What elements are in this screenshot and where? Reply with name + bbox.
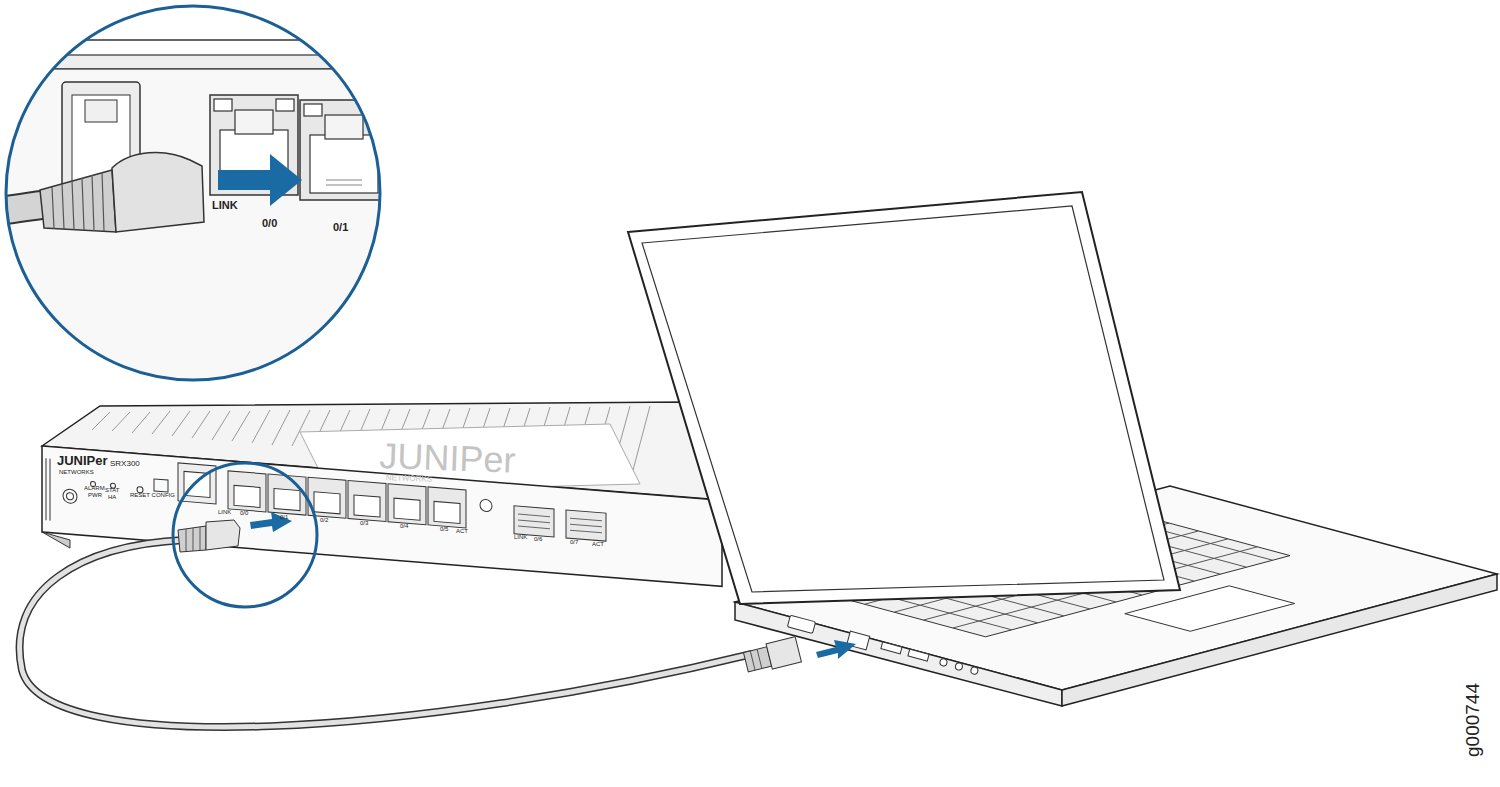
port-label: ACT (592, 541, 604, 547)
laptop (628, 192, 1497, 706)
port-label: 0/4 (400, 523, 408, 529)
port-label: 0/7 (570, 539, 578, 545)
brand-logo: JUNIPer (57, 454, 108, 467)
port-label: 0/1 (280, 514, 288, 520)
port-label: ACT (456, 528, 468, 534)
arrow (816, 640, 856, 659)
arrow (250, 512, 292, 532)
port-label: 0/6 (534, 536, 542, 542)
rj45-plug (178, 520, 240, 552)
led-label: HA (108, 494, 116, 500)
led-label: ALARM (84, 485, 105, 491)
led-label: STAT (105, 487, 119, 493)
figure-id: g000744 (1463, 683, 1482, 757)
port-label: 0/5 (440, 526, 448, 532)
rj45-plug (743, 637, 802, 675)
port-label: LINK (514, 534, 527, 540)
port-label: LINK (212, 200, 238, 211)
brand-logo: NETWORKS (59, 469, 94, 475)
port-label: 0/0 (240, 510, 248, 516)
port-label: 0/1 (333, 222, 348, 233)
button-label: RESET CONFIG (130, 492, 175, 498)
port-label: 0/2 (320, 517, 328, 523)
brand-watermark: JUNIPer (379, 438, 516, 479)
model-label: SRX300 (110, 460, 140, 468)
port-label: LINK (218, 509, 231, 515)
port-label: 0/0 (262, 218, 277, 229)
port-label: 0/3 (360, 520, 368, 526)
zoom-detail (0, 0, 478, 409)
brand-watermark: NETWORKS (386, 474, 432, 484)
led-label: PWR (88, 492, 102, 498)
